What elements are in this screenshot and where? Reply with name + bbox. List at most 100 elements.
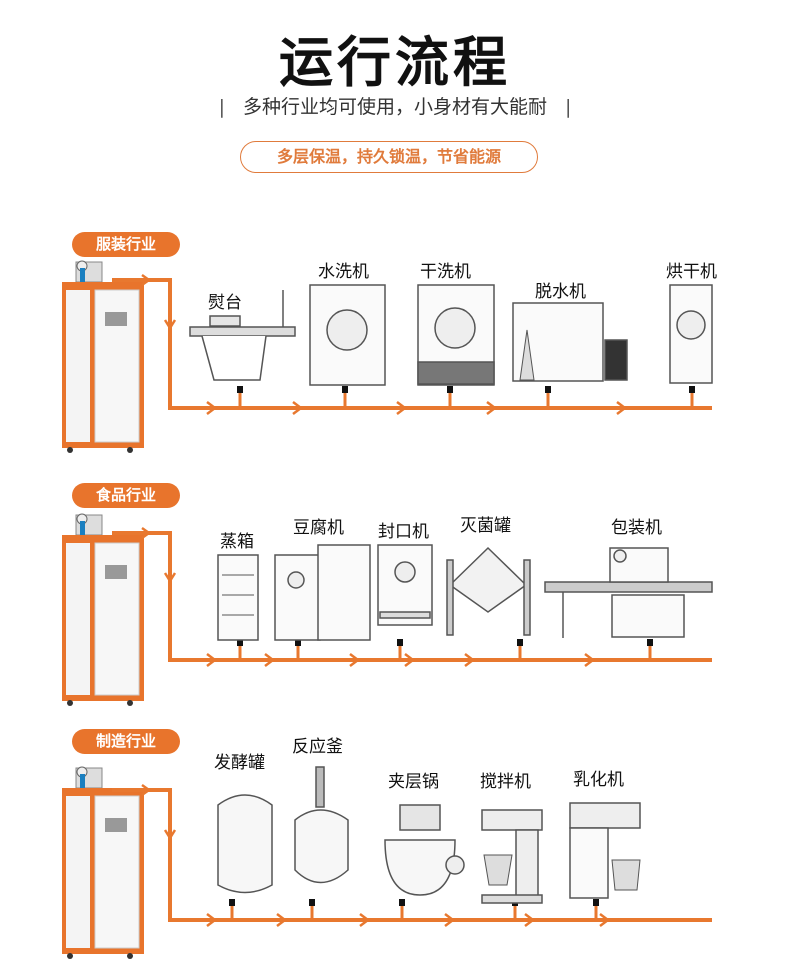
steam-cabinet <box>217 554 259 641</box>
arrow-icon <box>404 653 416 667</box>
packaging-conveyor <box>544 581 713 593</box>
steam-pipe <box>112 783 712 927</box>
machine-label: 灭菌罐 <box>460 516 511 536</box>
boiler-front-panel <box>94 795 140 949</box>
valve-icon <box>647 639 653 646</box>
machine-label: 干洗机 <box>420 262 471 282</box>
steam-boiler <box>62 766 144 959</box>
tofu-press <box>317 544 371 641</box>
mixer-column <box>515 829 539 901</box>
spin-dryer-motor <box>604 339 628 381</box>
wheel <box>127 953 133 959</box>
steam-pipe <box>112 273 712 415</box>
valve-icon <box>545 386 551 393</box>
dryer-drum <box>676 310 706 340</box>
dry-cleaner-drum <box>434 307 476 349</box>
valve-icon <box>447 386 453 393</box>
jacketed-kettle <box>384 839 456 896</box>
blue-valve <box>80 268 85 282</box>
kettle-motor <box>399 804 441 831</box>
machine-label: 发酵罐 <box>214 753 265 773</box>
machine-label: 包装机 <box>611 518 662 538</box>
machine-label: 反应釜 <box>292 737 343 757</box>
wheel <box>127 700 133 706</box>
sterilizer-leg <box>446 559 454 636</box>
arrow-icon <box>141 783 152 797</box>
machine-label: 豆腐机 <box>293 518 344 538</box>
pipe-line <box>112 531 712 662</box>
ironing-table-top <box>189 326 296 337</box>
valve-icon <box>237 386 243 393</box>
iron-pad <box>209 315 241 327</box>
feature-pill: 多层保温，持久锁温，节省能源 <box>240 141 538 173</box>
boiler-side-panel <box>66 543 90 695</box>
valve-icon <box>295 639 301 646</box>
packaging-base <box>611 594 685 638</box>
subtitle: |多种行业均可使用，小身材有大能耐| <box>0 92 790 119</box>
page-title: 运行流程 <box>279 31 511 94</box>
sealer-wheel <box>394 561 416 583</box>
control-display <box>105 565 127 579</box>
steam-boiler <box>62 260 144 453</box>
arrow-icon <box>349 653 361 667</box>
dry-cleaner-base <box>417 361 495 385</box>
boiler-side-panel <box>66 796 90 948</box>
valve-icon <box>397 639 403 646</box>
film-roll <box>613 549 627 563</box>
arrow-icon <box>163 572 177 584</box>
arrow-icon <box>464 653 476 667</box>
kettle-handwheel <box>445 855 465 875</box>
valve-icon <box>593 899 599 906</box>
pipe-line <box>112 278 712 410</box>
divider-right: | <box>565 96 572 118</box>
divider-left: | <box>218 96 225 118</box>
badge-food-industry: 食品行业 <box>72 483 180 508</box>
arrow-icon <box>292 401 304 415</box>
tofu-machine-gauge <box>287 571 305 589</box>
arrow-icon <box>444 913 456 927</box>
sterilizer-leg <box>523 559 531 636</box>
machine-label: 蒸箱 <box>220 532 254 552</box>
arrow-icon <box>206 401 218 415</box>
wheel <box>67 953 73 959</box>
blue-valve <box>80 774 85 788</box>
sterilizer-tank <box>448 546 528 613</box>
arrow-icon <box>396 401 408 415</box>
machine-label: 水洗机 <box>318 262 369 282</box>
emulsifier-tank <box>611 859 641 891</box>
control-display <box>105 818 127 832</box>
fermentation-tank <box>217 794 273 894</box>
machine-label: 乳化机 <box>573 770 624 790</box>
arrow-icon <box>599 913 611 927</box>
reactor-motor <box>315 766 325 808</box>
arrow-icon <box>264 653 276 667</box>
mixer-base <box>481 894 543 904</box>
valve-icon <box>689 386 695 393</box>
ironing-table-base <box>201 335 267 381</box>
pipe-line <box>112 788 712 922</box>
arrow-icon <box>163 319 177 331</box>
valve-icon <box>342 386 348 393</box>
mixer-head <box>481 809 543 831</box>
machine-label: 烘干机 <box>666 262 717 282</box>
badge-garment-industry: 服装行业 <box>72 232 180 257</box>
wheel <box>127 447 133 453</box>
valve-icon <box>399 899 405 906</box>
control-display <box>105 312 127 326</box>
arrow-icon <box>584 653 596 667</box>
valve-icon <box>517 639 523 646</box>
machine-label: 搅拌机 <box>480 772 531 792</box>
reactor-vessel <box>294 809 349 884</box>
arrow-icon <box>141 526 152 540</box>
machine-label: 熨台 <box>208 293 242 313</box>
arrow-icon <box>141 273 152 287</box>
arrow-icon <box>359 913 371 927</box>
boiler-side-panel <box>66 290 90 442</box>
arrow-icon <box>616 401 628 415</box>
arrow-icon <box>486 401 498 415</box>
washer-drum <box>326 309 368 351</box>
valve-icon <box>309 899 315 906</box>
steam-boiler <box>62 513 144 706</box>
arrow-icon <box>276 913 288 927</box>
